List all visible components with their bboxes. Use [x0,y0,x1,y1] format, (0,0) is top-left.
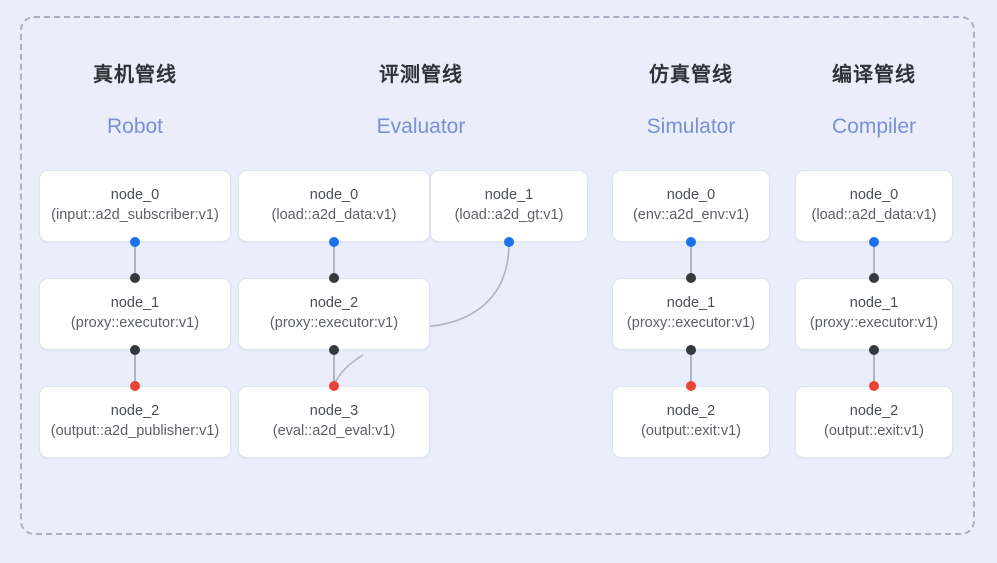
node-name: node_2 [849,403,899,420]
port-output-compiler-1[interactable] [869,345,879,355]
node-compiler-2[interactable]: node_2 (output::exit:v1) [795,386,953,458]
node-evaluator-2[interactable]: node_2 (proxy::executor:v1) [238,278,430,350]
node-name: node_0 [849,187,899,204]
node-simulator-1[interactable]: node_1 (proxy::executor:v1) [612,278,770,350]
node-name: node_1 [484,187,534,204]
node-compiler-0[interactable]: node_0 (load::a2d_data:v1) [795,170,953,242]
diagram-dashed-frame [20,16,975,535]
node-simulator-2[interactable]: node_2 (output::exit:v1) [612,386,770,458]
node-name: node_0 [110,187,160,204]
node-type: (load::a2d_data:v1) [271,207,397,223]
edge-compiler-0-to-1 [873,242,875,278]
port-input-compiler-2[interactable] [869,381,879,391]
port-output-simulator-0[interactable] [686,237,696,247]
node-type: (proxy::executor:v1) [70,315,200,331]
node-name: node_1 [666,295,716,312]
port-input-evaluator-3[interactable] [329,381,339,391]
node-type: (output::exit:v1) [824,423,924,439]
node-name: node_1 [849,295,899,312]
edge-evaluator-0-to-2 [333,242,335,278]
edge-compiler-1-to-2 [873,350,875,386]
node-robot-1[interactable]: node_1 (proxy::executor:v1) [39,278,231,350]
node-evaluator-3[interactable]: node_3 (eval::a2d_eval:v1) [238,386,430,458]
node-type: (proxy::executor:v1) [626,315,756,331]
node-robot-2[interactable]: node_2 (output::a2d_publisher:v1) [39,386,231,458]
node-name: node_2 [110,403,160,420]
node-compiler-1[interactable]: node_1 (proxy::executor:v1) [795,278,953,350]
edge-evaluator-2-to-3 [333,350,335,386]
port-output-robot-1[interactable] [130,345,140,355]
node-name: node_2 [666,403,716,420]
node-name: node_3 [309,403,359,420]
node-name: node_0 [666,187,716,204]
port-input-robot-2[interactable] [130,381,140,391]
edge-robot-0-to-1 [134,242,136,278]
port-input-simulator-1[interactable] [686,273,696,283]
port-output-evaluator-0[interactable] [329,237,339,247]
node-type: (input::a2d_subscriber:v1) [51,207,219,223]
node-type: (proxy::executor:v1) [269,315,399,331]
edge-robot-1-to-2 [134,350,136,386]
node-name: node_1 [110,295,160,312]
node-name: node_0 [309,187,359,204]
node-type: (proxy::executor:v1) [809,315,939,331]
node-evaluator-0[interactable]: node_0 (load::a2d_data:v1) [238,170,430,242]
node-type: (output::exit:v1) [641,423,741,439]
node-type: (eval::a2d_eval:v1) [272,423,396,439]
node-type: (load::a2d_gt:v1) [454,207,564,223]
port-output-evaluator-2[interactable] [329,345,339,355]
node-robot-0[interactable]: node_0 (input::a2d_subscriber:v1) [39,170,231,242]
port-input-compiler-1[interactable] [869,273,879,283]
port-output-compiler-0[interactable] [869,237,879,247]
edge-simulator-0-to-1 [690,242,692,278]
port-input-simulator-2[interactable] [686,381,696,391]
port-output-robot-0[interactable] [130,237,140,247]
port-input-evaluator-2[interactable] [329,273,339,283]
edge-simulator-1-to-2 [690,350,692,386]
port-output-simulator-1[interactable] [686,345,696,355]
node-simulator-0[interactable]: node_0 (env::a2d_env:v1) [612,170,770,242]
node-name: node_2 [309,295,359,312]
port-output-evaluator-1-gt[interactable] [504,237,514,247]
node-type: (env::a2d_env:v1) [632,207,750,223]
node-type: (load::a2d_data:v1) [811,207,937,223]
port-input-robot-1[interactable] [130,273,140,283]
node-type: (output::a2d_publisher:v1) [50,423,220,439]
node-evaluator-1-gt[interactable]: node_1 (load::a2d_gt:v1) [430,170,588,242]
